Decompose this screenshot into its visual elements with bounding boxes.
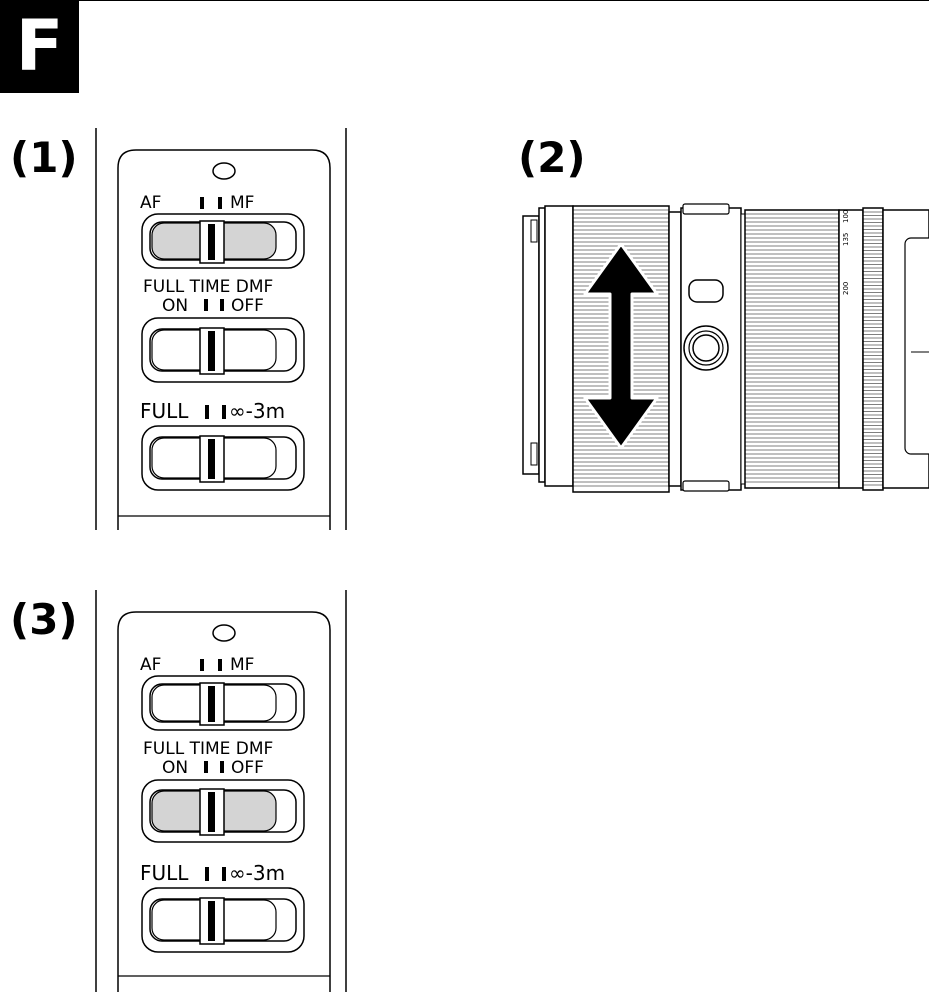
- af-label: AF: [140, 193, 161, 213]
- zoom-ring[interactable]: [744, 209, 840, 489]
- header-rule: [79, 0, 929, 1]
- up-down-arrow-icon: [583, 242, 659, 450]
- af-tick-icon: [200, 659, 204, 671]
- mf-tick-icon: [218, 197, 222, 209]
- step-2-label: (2): [518, 133, 586, 182]
- focal-mark-200: 200: [842, 282, 850, 295]
- switch-panel-3: AF MF FULL TIME DMF ON OFF FULL ∞-3m: [95, 590, 347, 992]
- range-near-tick-icon: [222, 867, 226, 881]
- dmf-on-label: ON: [162, 758, 188, 778]
- dmf-off-label: OFF: [231, 296, 264, 316]
- section-badge: F: [0, 0, 79, 93]
- index-hole-icon: [212, 624, 236, 642]
- dmf-title: FULL TIME DMF: [143, 739, 273, 759]
- range-limit-label: ∞-3m: [229, 399, 285, 423]
- dmf-on-label: ON: [162, 296, 188, 316]
- step-1-label: (1): [10, 133, 78, 182]
- range-near-tick-icon: [222, 405, 226, 419]
- dmf-off-label: OFF: [231, 758, 264, 778]
- mf-label: MF: [230, 655, 254, 675]
- focal-mark-135: 135: [842, 233, 850, 246]
- range-full-tick-icon: [205, 405, 209, 419]
- dmf-off-tick-icon: [220, 761, 224, 773]
- dmf-off-tick-icon: [220, 299, 224, 311]
- range-full-label: FULL: [140, 861, 189, 885]
- range-full-tick-icon: [205, 867, 209, 881]
- dmf-on-tick-icon: [204, 761, 208, 773]
- mf-tick-icon: [218, 659, 222, 671]
- range-full-label: FULL: [140, 399, 189, 423]
- step-3-label: (3): [10, 595, 78, 644]
- dmf-title: FULL TIME DMF: [143, 277, 273, 297]
- af-tick-icon: [200, 197, 204, 209]
- switch-panel-1: AF MF FULL TIME DMF ON OFF FULL ∞-3m: [95, 128, 347, 530]
- index-hole-icon: [212, 162, 236, 180]
- mf-label: MF: [230, 193, 254, 213]
- focal-mark-100: 100: [842, 210, 850, 223]
- focus-hold-button[interactable]: [688, 279, 724, 303]
- lens-illustration: 200 135 100: [522, 203, 929, 493]
- dmf-on-tick-icon: [204, 299, 208, 311]
- af-label: AF: [140, 655, 161, 675]
- range-limit-label: ∞-3m: [229, 861, 285, 885]
